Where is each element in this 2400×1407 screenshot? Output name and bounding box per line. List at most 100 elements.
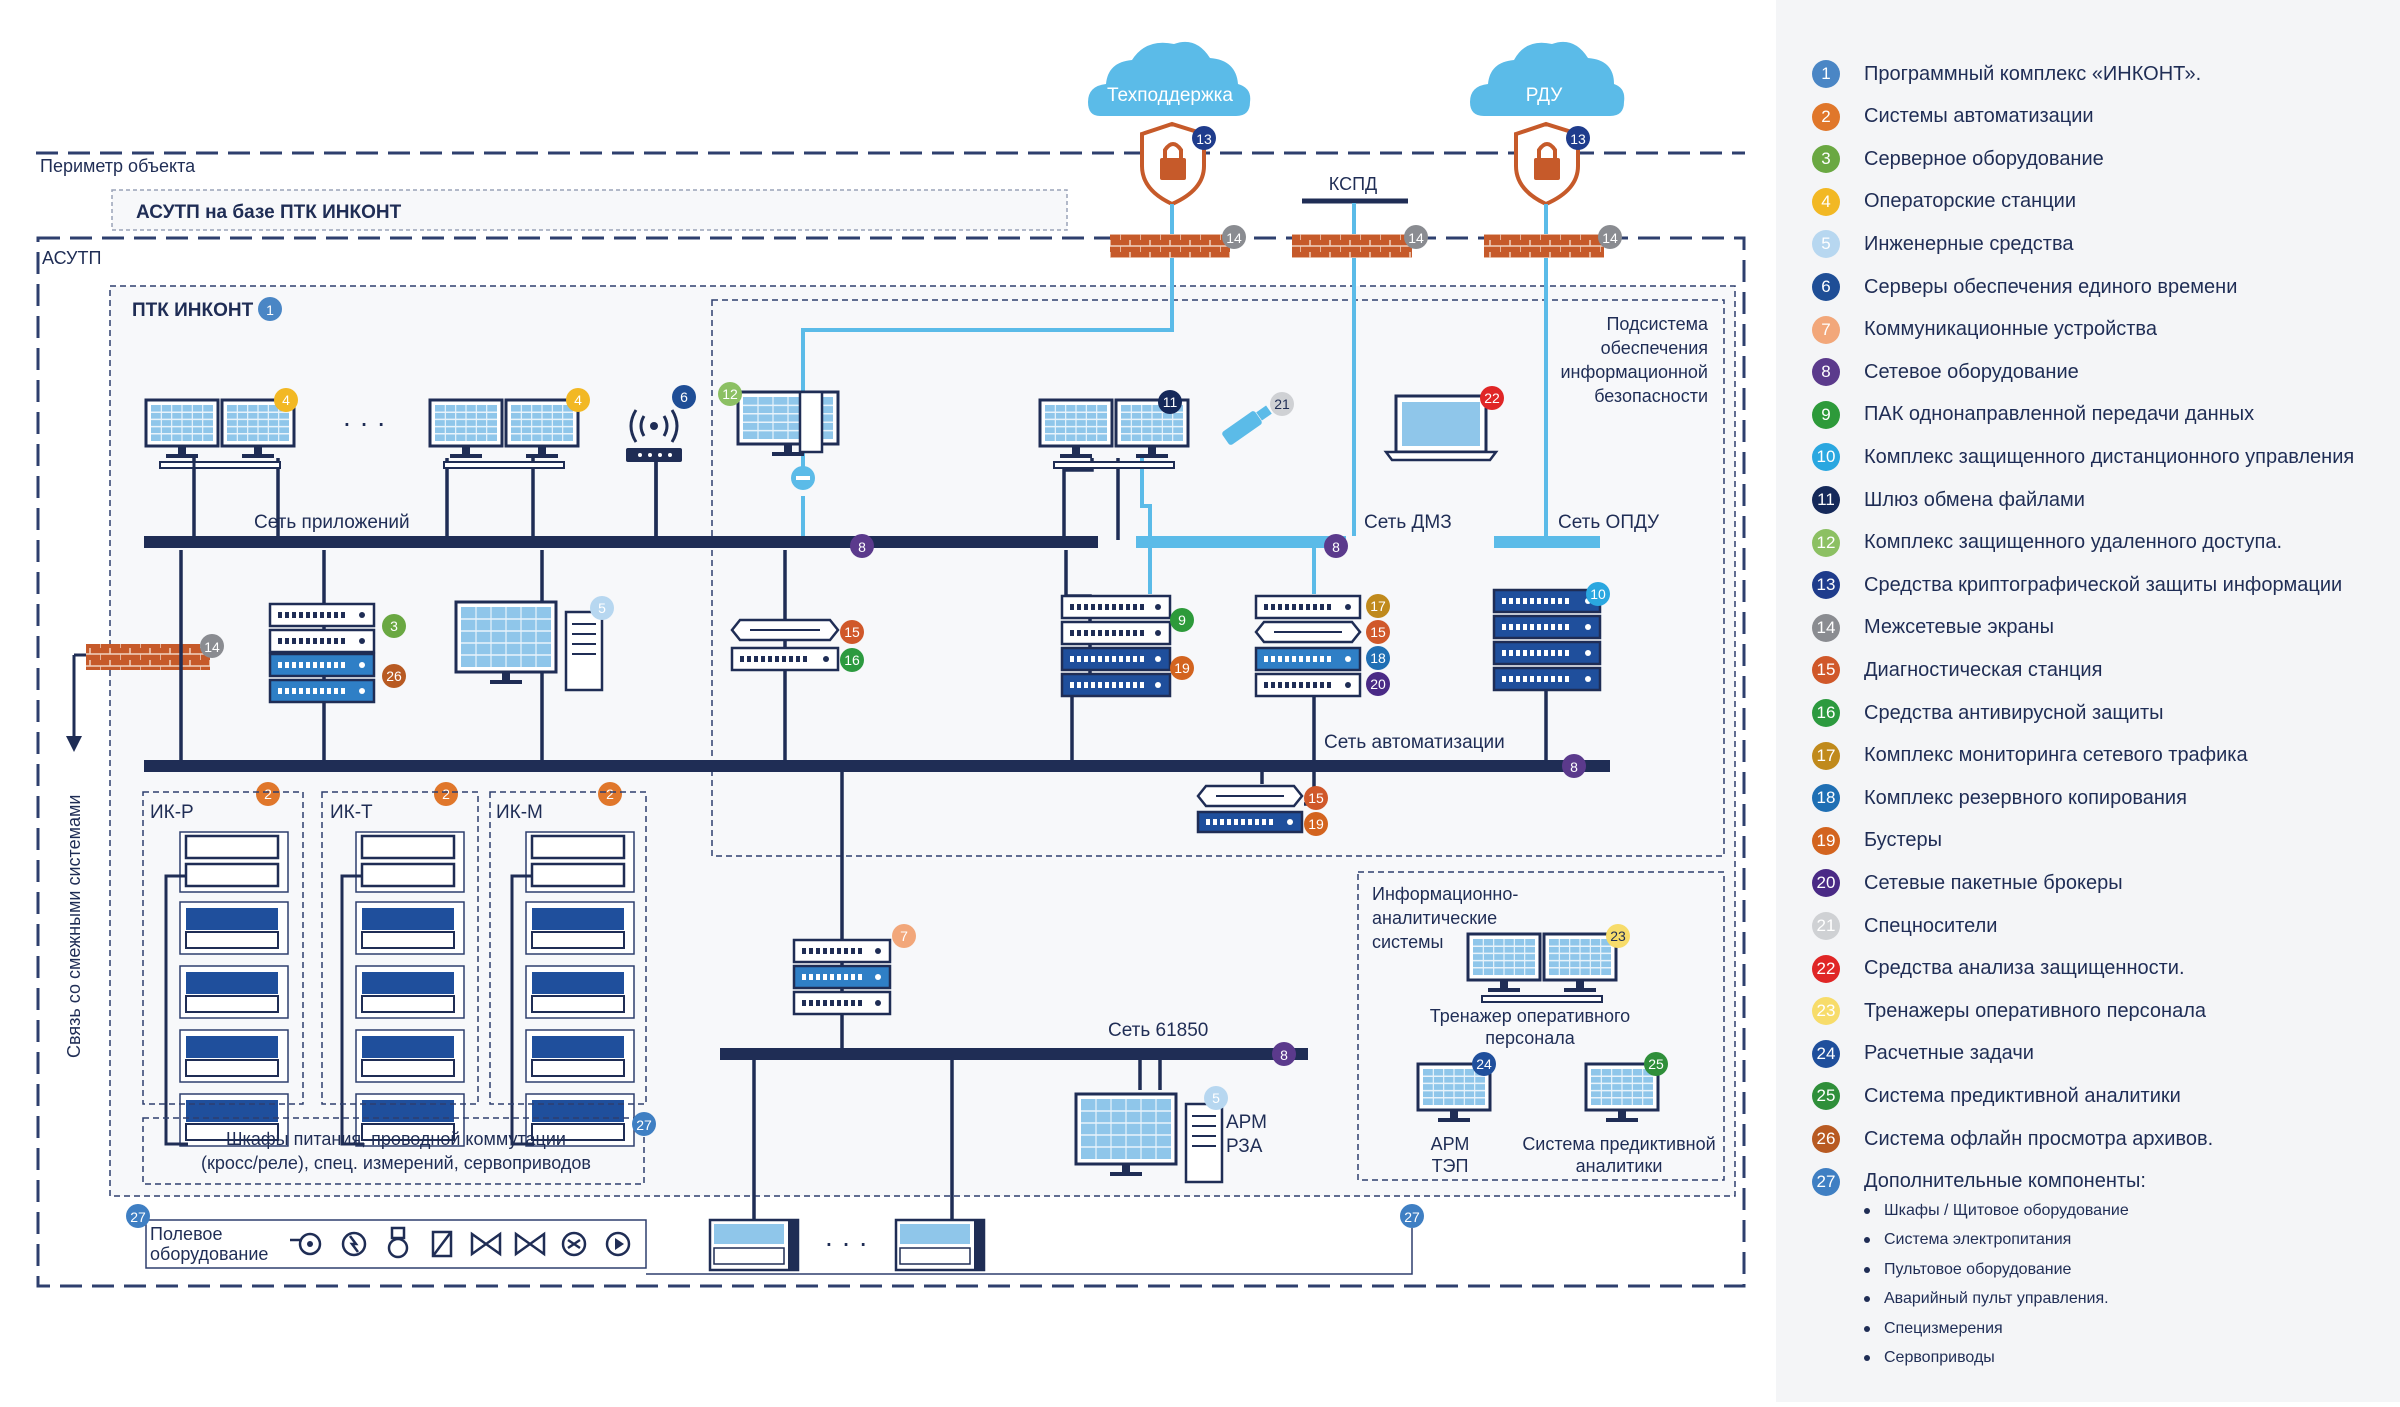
monitor-icon	[1542, 932, 1618, 992]
cloud-support-label: Техподдержка	[1107, 85, 1233, 106]
svg-text:3: 3	[390, 618, 398, 634]
monitor-icon	[1074, 1092, 1178, 1176]
legend-subitem-label: Пультовое оборудование	[1884, 1260, 2072, 1278]
svg-text:19: 19	[1308, 816, 1324, 832]
diode-icon	[791, 466, 815, 490]
badge-9: 9	[1170, 608, 1194, 632]
arrow-down-icon	[66, 736, 82, 752]
diagram-canvas: Периметр объекта АСУТП на базе ПТК ИНКОН…	[36, 41, 1746, 1288]
perimeter-label: Периметр объекта	[40, 156, 196, 176]
svg-text:4: 4	[282, 392, 290, 408]
badge-5: 5	[590, 596, 614, 620]
monitor-icon	[1466, 932, 1542, 992]
legend-badge: 11	[1812, 486, 1840, 514]
rack-unit-icon	[530, 834, 626, 860]
badge-15: 15	[840, 620, 864, 644]
shield-icon	[1514, 121, 1580, 207]
svg-text:6: 6	[680, 389, 688, 405]
laptop-icon	[1383, 394, 1499, 462]
legend-badge: 23	[1812, 997, 1840, 1026]
badge-10: 10	[1586, 582, 1610, 606]
rack-unit-icon	[268, 652, 376, 678]
system-unit-icon	[564, 610, 604, 692]
bus-dmz-label: Сеть ДМЗ	[1364, 512, 1452, 533]
legend-subitem-label: Аварийный пульт управления.	[1884, 1290, 2109, 1308]
arm-tep-line1: АРМ	[1431, 1134, 1470, 1154]
rack-unit-icon	[1060, 620, 1172, 646]
security-subsystem-line3: информационной	[1560, 362, 1708, 382]
bus-opdu-label: Сеть ОПДУ	[1558, 512, 1660, 533]
badge-19: 19	[1304, 812, 1328, 836]
svg-text:2: 2	[606, 786, 614, 802]
legend-badge: 17	[1812, 741, 1840, 770]
svg-text:16: 16	[844, 652, 860, 668]
server-icon	[730, 618, 840, 642]
svg-text:15: 15	[844, 624, 860, 640]
info-systems-line2: аналитические	[1372, 908, 1497, 928]
ik-r-label: ИК-Р	[150, 802, 194, 823]
svg-text:5: 5	[1212, 1090, 1220, 1106]
server-icon	[1196, 784, 1304, 808]
arm-rza-line2: РЗА	[1226, 1136, 1263, 1157]
legend-badge: 13	[1812, 571, 1840, 600]
firewall-icon	[86, 644, 210, 670]
svg-text:18: 18	[1370, 650, 1386, 666]
legend-item: 11 Шлюз обмена файлами	[1812, 486, 2085, 514]
rack-unit-icon	[1492, 666, 1602, 692]
badge-15: 15	[1366, 620, 1390, 644]
side-link-label: Связь со смежными системами	[64, 795, 84, 1058]
legend-subitem: Сервоприводы	[1864, 1349, 1995, 1367]
legend-label: Шлюз обмена файлами	[1864, 488, 2085, 511]
badge-25: 25	[1644, 1052, 1668, 1076]
ik-t-box	[321, 791, 479, 1105]
svg-text:13: 13	[1570, 131, 1586, 147]
monitor-icon	[144, 398, 220, 458]
legend-label: Система предиктивной аналитики	[1864, 1084, 2181, 1107]
predictive-line2: аналитики	[1576, 1156, 1663, 1176]
shield-icon	[1140, 121, 1206, 207]
svg-text:11: 11	[1163, 394, 1178, 410]
controller-icon	[894, 1218, 986, 1272]
asutp-inkont-label: АСУТП на базе ПТК ИНКОНТ	[136, 202, 402, 223]
cabinets-line2: (кросс/реле), спец. измерений, сервоприв…	[201, 1153, 591, 1173]
badge-22: 22	[1480, 386, 1504, 410]
pump-icon	[290, 1232, 322, 1256]
svg-text:20: 20	[1370, 676, 1386, 692]
badge-13	[1566, 126, 1590, 150]
legend-label: Межсетевые экраны	[1864, 616, 2054, 639]
firewall-icon	[1110, 234, 1230, 258]
legend-label: Системы автоматизации	[1864, 105, 2094, 128]
monitor-icon	[504, 398, 580, 458]
ik-t-label: ИК-Т	[330, 802, 373, 823]
bus-automation	[144, 760, 1610, 772]
bus-opdu	[1494, 536, 1600, 548]
svg-text:14: 14	[204, 639, 220, 655]
info-systems-line3: системы	[1372, 932, 1443, 952]
bullet-icon	[1864, 1296, 1870, 1303]
svg-text:4: 4	[574, 392, 582, 408]
desk-icon	[443, 461, 565, 469]
cabinet-column	[340, 831, 465, 1147]
legend-label: Серверы обеспечения единого времени	[1864, 275, 2238, 298]
ik-r-box	[142, 791, 304, 1105]
rack-unit-icon	[792, 964, 892, 990]
legend-label: Средства анализа защищенности.	[1864, 957, 2185, 980]
legend-badge: 26	[1812, 1125, 1840, 1153]
field-icons	[290, 1226, 631, 1259]
bullet-icon	[1864, 1237, 1870, 1244]
bus-61850	[720, 1048, 1308, 1060]
